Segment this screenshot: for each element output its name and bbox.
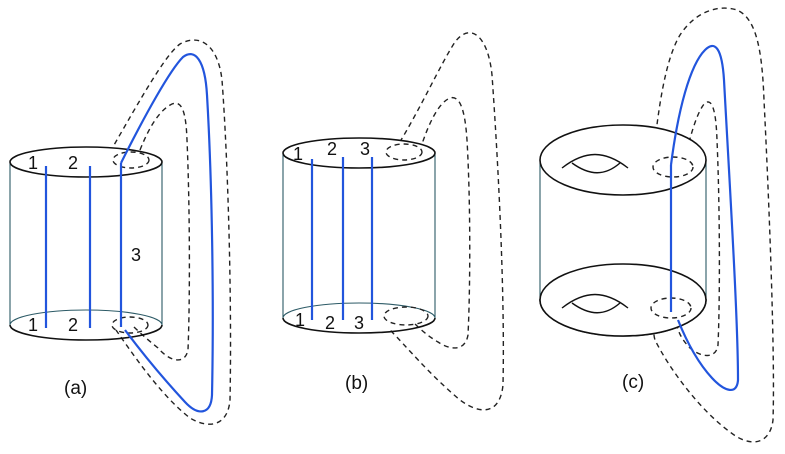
panel-a-bottom-label-1: 1: [28, 315, 38, 335]
panel-a-dashed-band-outer: [109, 39, 232, 425]
panel-b-top-label-2: 2: [327, 139, 337, 159]
panel-b-top-label-1: 1: [293, 144, 303, 164]
panel-c-bottom-hole-lower: [571, 302, 621, 314]
panel-a-bottom-back: [9, 309, 163, 326]
panel-b-top-label-3: 3: [360, 139, 370, 159]
panel-c: (c): [539, 7, 775, 443]
panel-a-top-label-1: 1: [28, 153, 38, 173]
panel-b-dashed-band-outer: [389, 32, 505, 411]
panel-b: 1 2 3 1 2 3 (b): [282, 32, 505, 411]
panel-c-dashed-band-outer: [652, 7, 775, 443]
panel-b-bottom-label-2: 2: [325, 313, 335, 333]
panel-b-caption: (b): [345, 373, 368, 394]
panel-a-bottom-label-2: 2: [68, 315, 78, 335]
panel-c-strand-arc: [669, 44, 740, 391]
panel-b-bottom-label-3: 3: [354, 313, 364, 333]
panel-b-bottom-hole: [383, 306, 429, 326]
panel-b-top-hole: [385, 143, 423, 161]
panel-b-top-rim: [282, 137, 436, 169]
panel-a-top-hole: [112, 151, 150, 169]
panel-a-side-label-3: 3: [131, 245, 141, 265]
panel-a: 1 2 1 2 3 (a): [9, 39, 232, 425]
panel-b-bottom-label-1: 1: [295, 310, 305, 330]
panel-c-caption: (c): [622, 372, 644, 393]
panel-a-strand-arc: [120, 53, 214, 413]
panel-b-bottom-front: [282, 317, 436, 334]
panel-b-bottom-back: [282, 302, 436, 319]
panel-a-caption: (a): [64, 378, 87, 399]
panel-c-top-disc: [539, 124, 707, 196]
panel-a-bottom-front: [9, 324, 163, 341]
panel-c-top-hole-lower: [571, 162, 621, 174]
panel-a-dashed-band-inner: [131, 102, 191, 361]
panel-b-dashed-band-inner: [413, 97, 471, 349]
panel-a-top-label-2: 2: [68, 153, 78, 173]
panel-a-top-rim: [9, 146, 163, 178]
panel-c-bottom-hole-upper: [561, 293, 629, 309]
panel-c-top-hole-upper: [561, 153, 629, 169]
panel-a-bottom-hole: [111, 316, 149, 334]
